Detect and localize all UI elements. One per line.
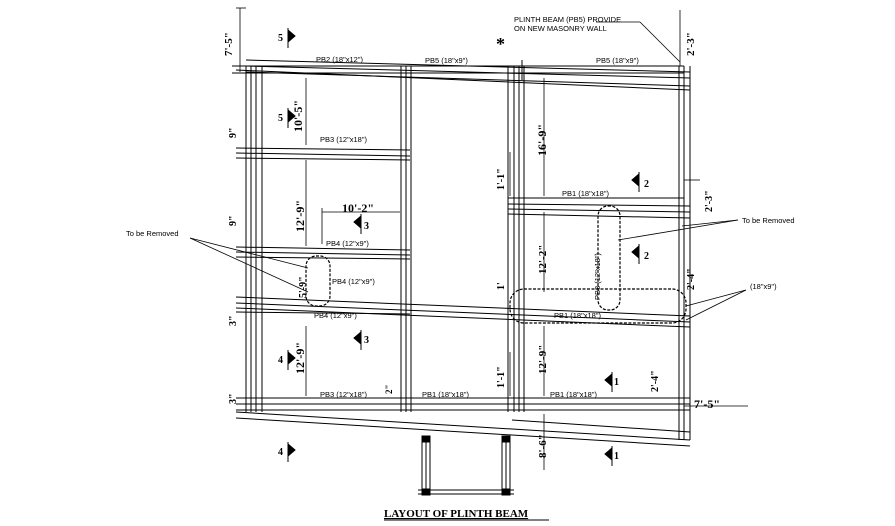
section-number-4b: 4: [278, 447, 283, 458]
dim-2: 2": [384, 385, 394, 395]
beam-label-pb3-bottom: PB3 (12"x18"): [320, 390, 368, 399]
beam-label-pb3-vertical: PB3 (12"x18"): [593, 252, 602, 300]
beam-label-pb1-bottom-mid: PB1 (18"x18"): [422, 390, 470, 399]
to-be-removed-right: To be Removed: [742, 216, 795, 225]
beam-label-pb1-right-upper: PB1 (18"x18"): [562, 189, 610, 198]
dim-2-3-mid: 2'-3": [704, 190, 715, 212]
beam-label-pb4-c: PB4 (12"x9"): [314, 311, 357, 320]
beam-label-pb1-bottom-right: PB1 (18"x18"): [550, 390, 598, 399]
section-number-2a: 2: [644, 179, 649, 190]
size-18x9-label: (18"x9"): [750, 282, 777, 291]
section-number-5a: 5: [278, 33, 283, 44]
asterisk-mark: *: [496, 34, 505, 54]
dim-12-9-a: 12'-9": [293, 200, 307, 232]
section-number-1a: 1: [614, 377, 619, 388]
dim-12-9-b: 12'-9": [293, 342, 307, 374]
dim-1-1-a: 1'-1": [496, 168, 507, 190]
dim-1-1-b: 1'-1": [496, 366, 507, 388]
dim-10-5: 10'-5": [291, 100, 305, 132]
drawing-title: LAYOUT OF PLINTH BEAM: [384, 508, 529, 520]
leader-lines: [189, 219, 747, 321]
dim-12-9-c: 12'-9": [537, 345, 549, 374]
dim-9-b: 9": [228, 215, 239, 226]
dim-10-2: 10'-2": [342, 201, 374, 215]
dim-2-4-b: 2'-4": [650, 370, 661, 392]
beam-label-pb3-upper: PB3 (12"x18"): [320, 135, 368, 144]
section-number-5b: 5: [278, 113, 283, 124]
dim-16-9: 16'-9": [535, 124, 549, 156]
dim-8-6: 8'-6": [537, 434, 549, 458]
removed-beams: [305, 205, 687, 324]
beam-label-pb5-top-mid: PB5 (18"x9"): [425, 56, 468, 65]
to-be-removed-left: To be Removed: [126, 229, 179, 238]
beam-label-pb1-right-lower: PB1 (18"x18"): [554, 311, 602, 320]
section-number-1b: 1: [614, 451, 619, 462]
dim-1: 1': [496, 282, 507, 290]
beam-label-pb4-a: PB4 (12"x9"): [326, 239, 369, 248]
section-number-4a: 4: [278, 355, 283, 366]
dim-7-5-bottom: 7'-5": [694, 397, 720, 411]
beam-label-pb5-top-right: PB5 (18"x9"): [596, 56, 639, 65]
dim-2-3-top: 2'-3": [685, 32, 697, 56]
dim-3-b: 3": [228, 393, 239, 404]
dim-9-a: 9": [228, 127, 239, 138]
section-marker-flags: [287, 28, 640, 466]
dim-5-9: 5'-9": [298, 276, 309, 298]
footing-detail: [418, 435, 514, 496]
dim-12-2: 12'-2": [537, 245, 549, 274]
beam-label-pb2-top: PB2 (18"x12"): [316, 55, 364, 64]
beam-label-pb4-b: PB4 (12"x9"): [332, 277, 375, 286]
beam-linework: [232, 59, 691, 447]
dim-2-4-a: 2'-4": [686, 268, 697, 290]
section-number-2b: 2: [644, 251, 649, 262]
dim-7-5-top: 7'-5": [223, 32, 235, 56]
dim-3-a: 3": [228, 315, 239, 326]
plinth-note-line2: ON NEW MASONRY WALL: [514, 24, 607, 33]
section-number-3b: 3: [364, 335, 369, 346]
plinth-note-line1: PLINTH BEAM (PB5) PROVIDE: [514, 15, 621, 24]
section-number-3a: 3: [364, 221, 369, 232]
dimension-lines: [236, 7, 748, 470]
